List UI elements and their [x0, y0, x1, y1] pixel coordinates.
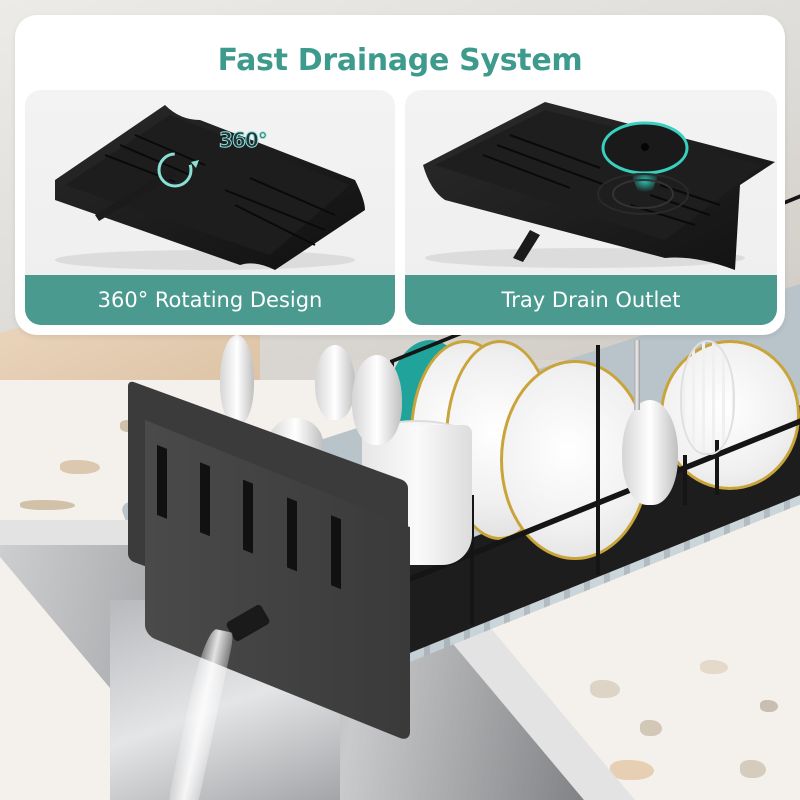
fork-head [220, 335, 254, 425]
card-title: Fast Drainage System [217, 43, 583, 78]
caddy-slot [200, 462, 210, 537]
rotation-360-badge: 360° [219, 128, 269, 153]
panel-label-rotating: 360° Rotating Design [25, 275, 395, 325]
spoon [622, 400, 678, 505]
rack-post [683, 455, 687, 505]
caddy-slot [243, 479, 253, 554]
feature-panel-drain-outlet: Tray Drain Outlet [405, 90, 777, 325]
drain-outlet-tray-illustration [423, 102, 775, 270]
rack-post [470, 495, 474, 625]
caddy-slot [157, 444, 167, 519]
rack-post [715, 440, 719, 495]
spoon-handle [634, 340, 640, 410]
spoon-stack [352, 355, 402, 445]
spoon [315, 345, 355, 420]
feature-card: Fast Drainage System 360° 360° Rotating … [15, 15, 785, 335]
rotating-tray-illustration [55, 105, 365, 270]
whisk [680, 340, 735, 455]
caddy-slot [331, 515, 341, 590]
feature-panel-rotating: 360° 360° Rotating Design [25, 90, 395, 325]
caddy-slot [287, 497, 297, 572]
rack-post [596, 345, 600, 575]
panel-label-drain-outlet: Tray Drain Outlet [405, 275, 777, 325]
